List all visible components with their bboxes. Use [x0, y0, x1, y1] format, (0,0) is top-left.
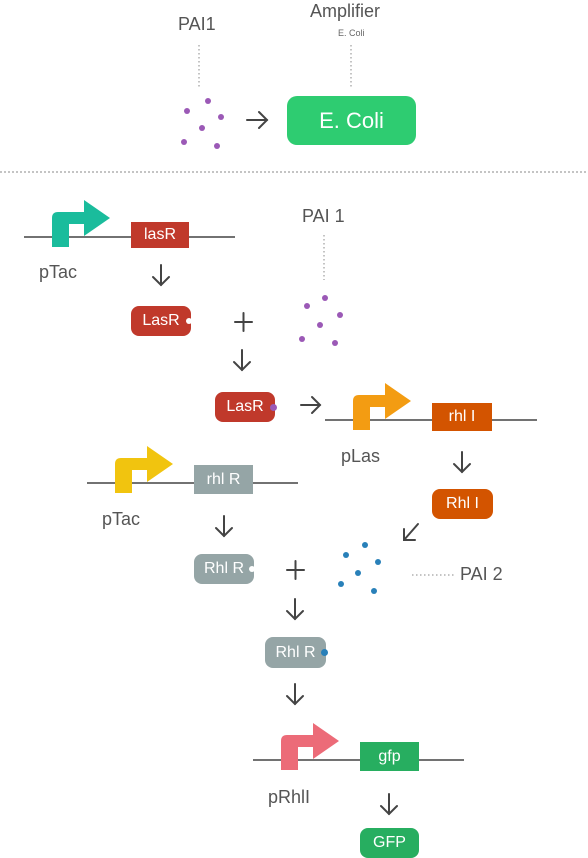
- rhlr-complex: Rhl R: [265, 637, 326, 668]
- rhli-gene: rhl I: [432, 403, 492, 431]
- arrow-down-icon: [286, 598, 304, 621]
- lasr-complex: LasR: [215, 392, 275, 422]
- plus-icon: [286, 560, 305, 580]
- rhlr-gene: rhl R: [194, 465, 253, 494]
- arrow-right-icon: [246, 111, 269, 129]
- rhlr-protein: Rhl R: [194, 554, 254, 584]
- arrow-down-icon: [152, 264, 170, 287]
- prhli-label: pRhlI: [268, 787, 311, 807]
- arrow-down-icon: [453, 451, 471, 474]
- binding-site-icon: [249, 566, 255, 572]
- arrow-down-icon: [286, 683, 304, 706]
- pai1-label: PAI1: [178, 14, 216, 34]
- binding-site-icon: [186, 318, 192, 324]
- pai2-molecules: [338, 542, 381, 594]
- ecoli-box: E. Coli: [287, 96, 416, 145]
- arrow-down-icon: [233, 349, 251, 372]
- rhli-protein: Rhl I: [432, 489, 493, 519]
- plas-promoter-icon: [353, 383, 411, 430]
- plas-label: pLas: [341, 446, 381, 466]
- arrow-down-icon: [215, 515, 233, 538]
- pai1-molecules: [299, 295, 343, 346]
- plus-icon: [234, 312, 253, 332]
- amplifier-sublabel: E. Coli: [338, 28, 365, 38]
- ptac-promoter-icon: [52, 200, 110, 247]
- pai2-bound-icon: [321, 649, 328, 656]
- ptac-promoter-2-icon: [115, 446, 173, 493]
- amplifier-label: Amplifier: [310, 1, 381, 21]
- pai1-molecules-top: [181, 98, 224, 149]
- arrow-right-icon: [300, 396, 322, 414]
- prhli-promoter-icon: [281, 723, 339, 770]
- pai1-bound-icon: [270, 404, 277, 411]
- arrow-down-icon: [380, 793, 398, 816]
- gfp-gene: gfp: [360, 742, 419, 771]
- pai2-label: PAI 2: [460, 564, 503, 584]
- ptac-label: pTac: [39, 262, 78, 282]
- pai1-label-2: PAI 1: [302, 206, 345, 226]
- ptac-label-2: pTac: [102, 509, 141, 529]
- lasr-gene: lasR: [131, 222, 189, 248]
- gfp-protein: GFP: [360, 828, 419, 858]
- lasr-protein: LasR: [131, 306, 191, 336]
- arrow-down-left-icon: [403, 523, 419, 541]
